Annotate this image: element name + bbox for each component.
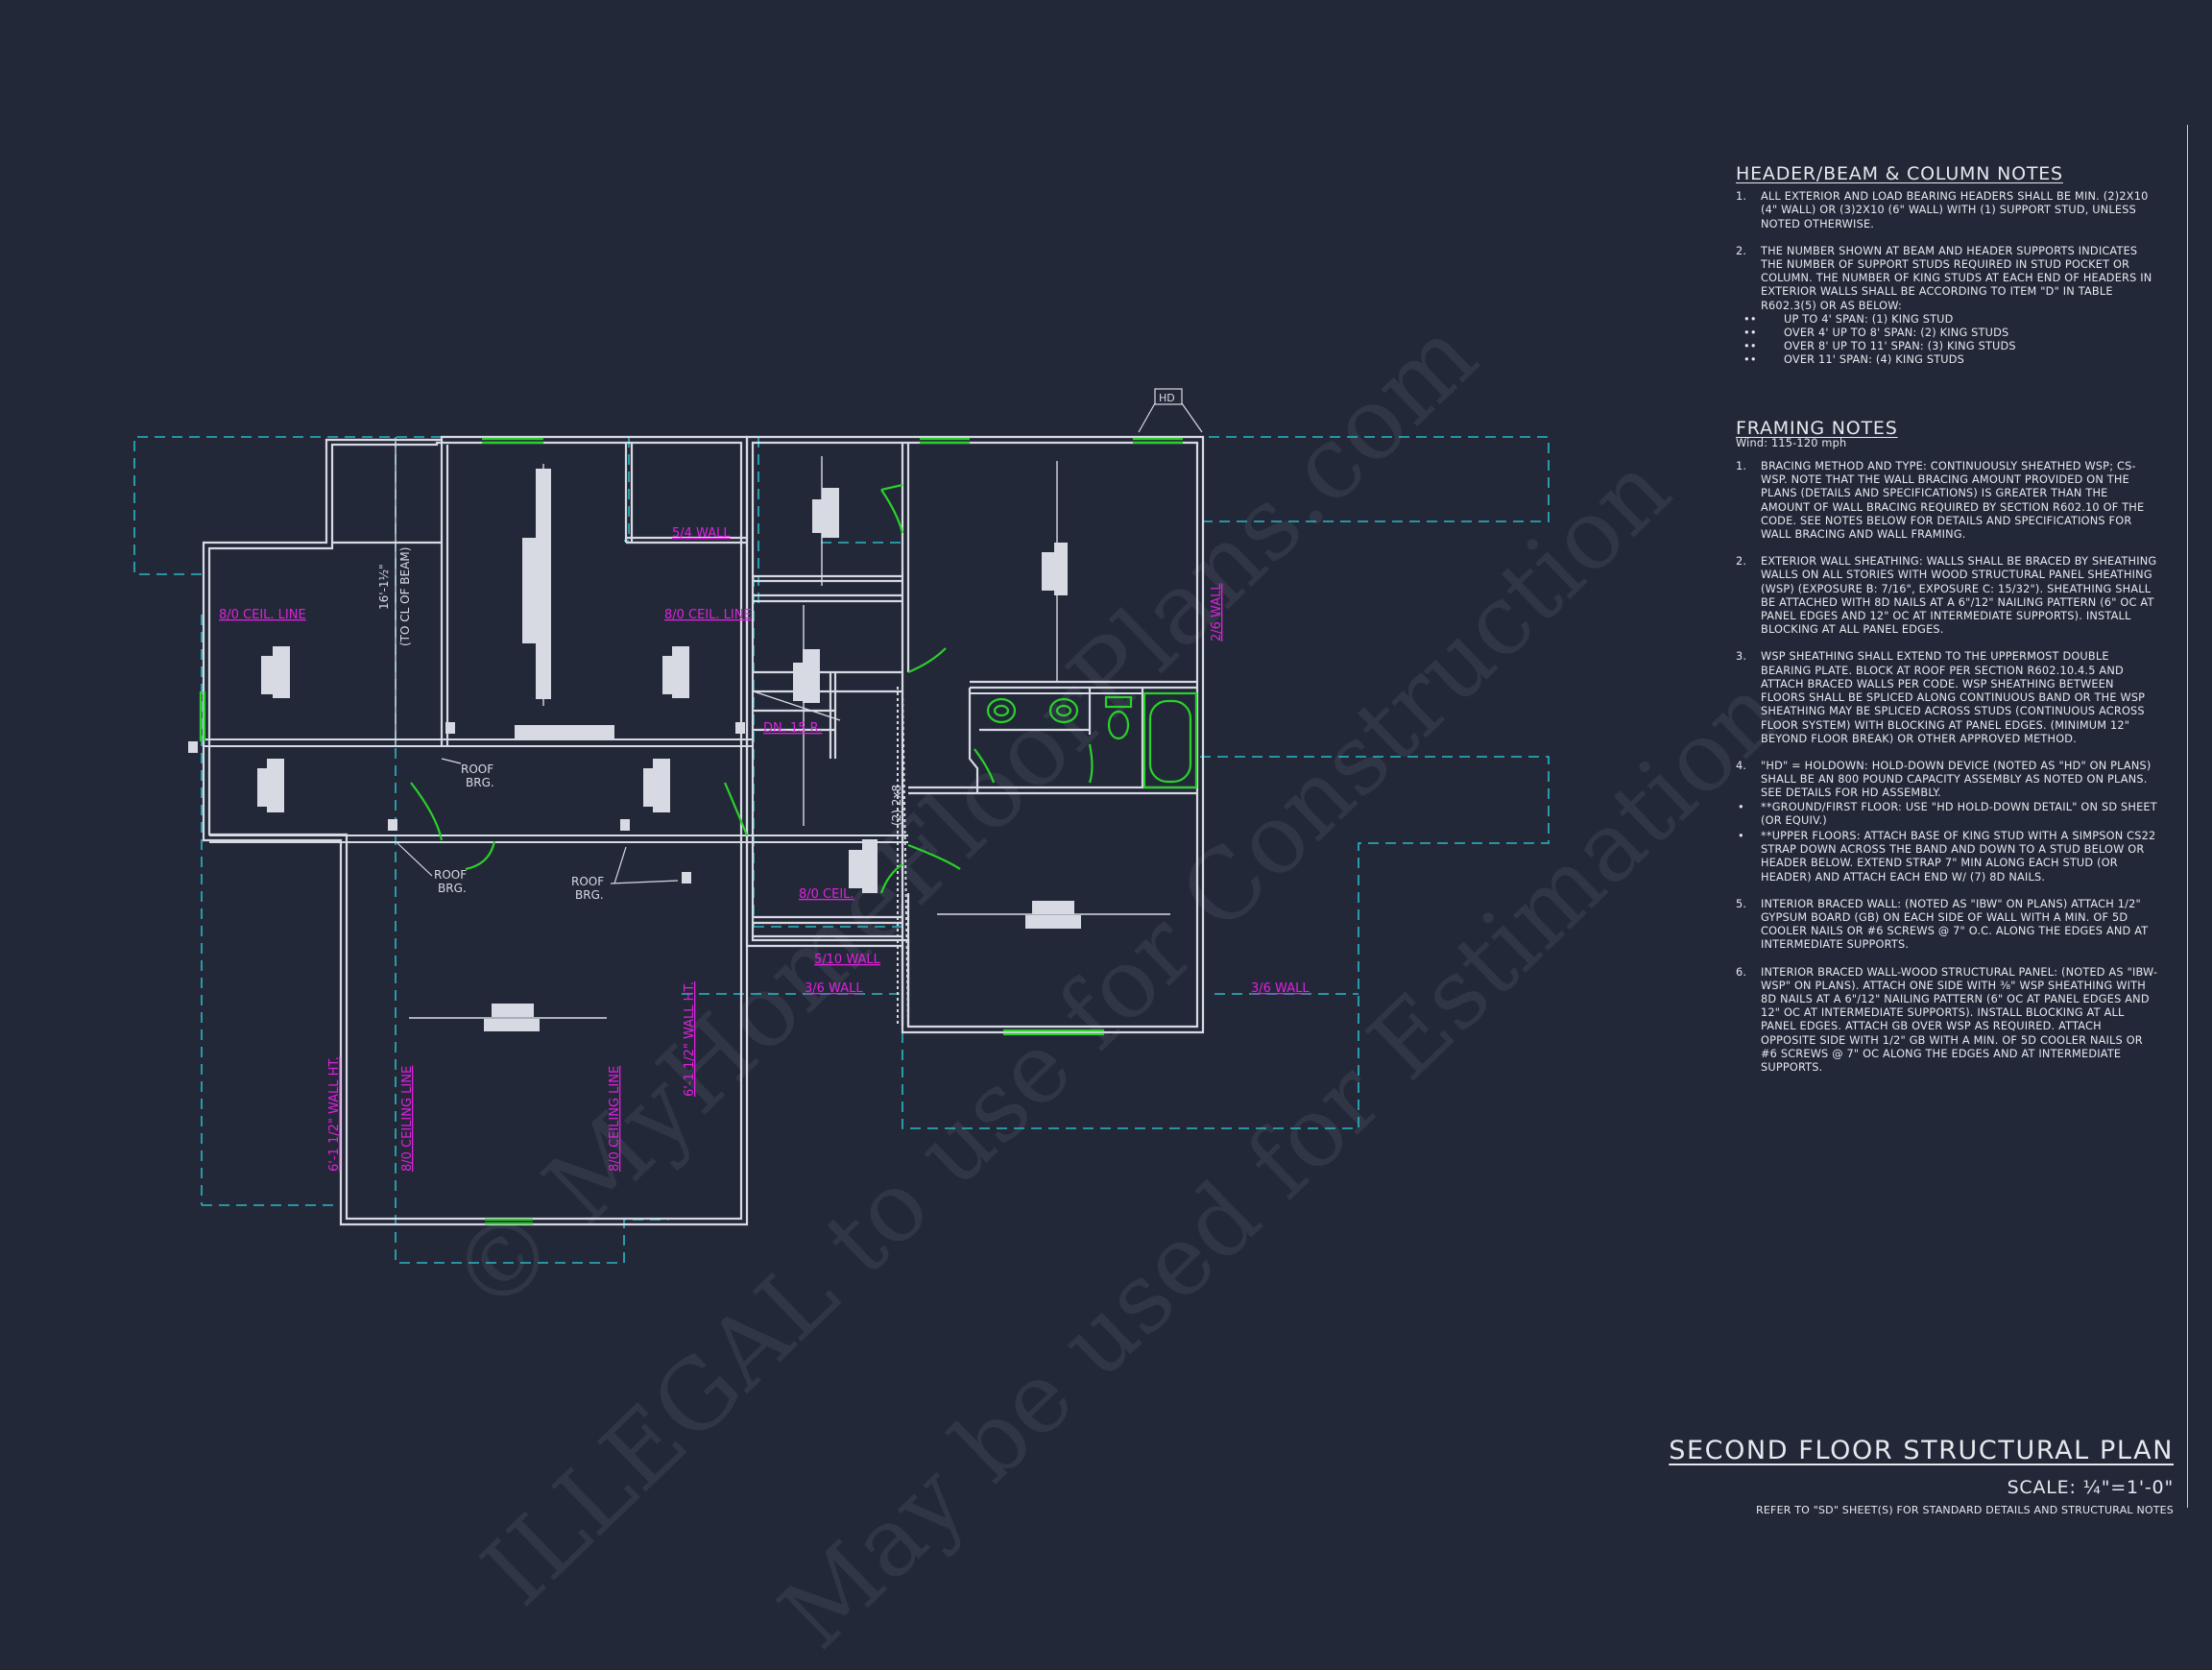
bullet-text: OVER 11' SPAN: (4) KING STUDS <box>1784 353 1965 367</box>
note-number: 1. <box>1736 190 1747 204</box>
plan-labels: 8/0 CEIL. LINE 8/0 CEIL. LINE 5/4 WALL D… <box>219 392 1310 1172</box>
label-roof-brg-3b: BRG. <box>575 888 604 902</box>
bullet-text: UP TO 4' SPAN: (1) KING STUD <box>1784 312 1954 326</box>
label-wall-36b: 3/6 WALL <box>1251 981 1310 996</box>
header-note-2: 2. THE NUMBER SHOWN AT BEAM AND HEADER S… <box>1736 245 2158 313</box>
framing-note-6: 6. INTERIOR BRACED WALL-WOOD STRUCTURAL … <box>1736 966 2158 1076</box>
holdown-sub-bullet-2: • **UPPER FLOORS: ATTACH BASE OF KING ST… <box>1736 830 2158 884</box>
note-text: INTERIOR BRACED WALL-WOOD STRUCTURAL PAN… <box>1761 965 2158 1074</box>
beam-blocks <box>188 469 1081 1031</box>
label-roof-brg-1a: ROOF <box>461 762 493 776</box>
note-number: 3. <box>1736 650 1747 664</box>
framing-notes-title: FRAMING NOTES <box>1736 417 1898 439</box>
hd-callout <box>1138 388 1203 433</box>
notes-panel: HEADER/BEAM & COLUMN NOTES 1. ALL EXTERI… <box>1736 163 2158 1088</box>
king-stud-bullet-4: •• OVER 11' SPAN: (4) KING STUDS <box>1736 353 2158 367</box>
king-stud-bullet-2: •• OVER 4' UP TO 8' SPAN: (2) KING STUDS <box>1736 327 2158 340</box>
bullet-text: OVER 4' UP TO 8' SPAN: (2) KING STUDS <box>1784 327 2009 340</box>
note-number: 4. <box>1736 759 1747 772</box>
label-hd: HD <box>1159 392 1175 404</box>
label-wall-510: 5/10 WALL <box>814 953 881 967</box>
drawing-scale: SCALE: ¼"=1'-0" <box>2007 1477 2174 1498</box>
bullet-mark: •• <box>1743 340 1757 353</box>
title-block: SECOND FLOOR STRUCTURAL PLAN SCALE: ¼"=1… <box>1669 1436 2174 1516</box>
bullet-text: **UPPER FLOORS: ATTACH BASE OF KING STUD… <box>1761 829 2156 883</box>
note-number: 2. <box>1736 244 1747 257</box>
wind-speed: Wind: 115-120 mph <box>1736 436 1847 449</box>
note-text: THE NUMBER SHOWN AT BEAM AND HEADER SUPP… <box>1761 244 2152 312</box>
label-ceil-mid: 8/0 CEIL. LINE <box>664 608 752 622</box>
bullet-mark: • <box>1738 829 1744 842</box>
label-wall-ht-left: 6'-1 1/2" WALL HT. <box>327 1056 342 1172</box>
leader-lines <box>397 758 679 884</box>
framing-note-1: 1. BRACING METHOD AND TYPE: CONTINUOUSLY… <box>1736 460 2158 542</box>
hatched-beams <box>204 686 1197 1028</box>
header-notes-title: HEADER/BEAM & COLUMN NOTES <box>1736 163 2063 184</box>
king-stud-bullet-3: •• OVER 8' UP TO 11' SPAN: (3) KING STUD… <box>1736 340 2158 353</box>
label-beam-note: (TO CL OF BEAM) <box>398 547 412 646</box>
note-number: 6. <box>1736 965 1747 979</box>
framing-notes-section: FRAMING NOTES Wind: 115-120 mph 1. BRACI… <box>1736 417 2158 1076</box>
label-beam-dim: 16'-1½" <box>377 564 391 610</box>
bullet-mark: •• <box>1743 353 1757 367</box>
note-text: INTERIOR BRACED WALL: (NOTED AS "IBW" ON… <box>1761 897 2149 952</box>
holdown-sub-bullet-1: • **GROUND/FIRST FLOOR: USE "HD HOLD-DOW… <box>1736 801 2158 828</box>
sheet-border-line <box>2187 125 2188 1508</box>
note-text: ALL EXTERIOR AND LOAD BEARING HEADERS SH… <box>1761 190 2149 230</box>
note-text: WSP SHEATHING SHALL EXTEND TO THE UPPERM… <box>1761 650 2146 745</box>
drawing-title: SECOND FLOOR STRUCTURAL PLAN <box>1669 1436 2174 1465</box>
bullet-mark: •• <box>1743 327 1757 340</box>
note-text: BRACING METHOD AND TYPE: CONTINUOUSLY SH… <box>1761 460 2145 542</box>
framing-note-5: 5. INTERIOR BRACED WALL: (NOTED AS "IBW"… <box>1736 898 2158 953</box>
bullet-mark: • <box>1738 800 1744 813</box>
framing-note-3: 3. WSP SHEATHING SHALL EXTEND TO THE UPP… <box>1736 650 2158 745</box>
note-text: EXTERIOR WALL SHEATHING: WALLS SHALL BE … <box>1761 555 2157 637</box>
note-number: 2. <box>1736 555 1747 569</box>
label-wall-ht-right: 6'-1 1/2" WALL HT. <box>683 981 697 1097</box>
note-number: 5. <box>1736 897 1747 910</box>
bullet-mark: •• <box>1743 312 1757 326</box>
bullet-text: **GROUND/FIRST FLOOR: USE "HD HOLD-DOWN … <box>1761 800 2157 827</box>
label-roof-brg-1b: BRG. <box>466 776 494 789</box>
label-stud-2x8: (2) 2x8 <box>890 785 903 826</box>
bullet-text: OVER 8' UP TO 11' SPAN: (3) KING STUDS <box>1784 340 2016 353</box>
label-dn: DN. 15 R. <box>763 721 822 736</box>
header-note-1: 1. ALL EXTERIOR AND LOAD BEARING HEADERS… <box>1736 190 2158 231</box>
label-wall-26: 2/6 WALL <box>1210 583 1224 641</box>
note-text: "HD" = HOLDOWN: HOLD-DOWN DEVICE (NOTED … <box>1761 759 2152 800</box>
king-stud-bullet-1: •• UP TO 4' SPAN: (1) KING STUD <box>1736 313 2158 327</box>
label-roof-brg-2a: ROOF <box>434 868 467 882</box>
label-ceil-line-right: 8/0 CEILING LINE <box>608 1066 622 1172</box>
note-number: 1. <box>1736 460 1747 473</box>
label-ceil-80: 8/0 CEIL. <box>799 887 854 902</box>
label-wall-54: 5/4 WALL <box>672 526 731 541</box>
windows-doors <box>199 437 1198 1225</box>
label-roof-brg-3a: ROOF <box>571 875 604 888</box>
label-wall-36a: 3/6 WALL <box>805 981 863 996</box>
drawing-reference: REFER TO "SD" SHEET(S) FOR STANDARD DETA… <box>1756 1504 2174 1516</box>
label-roof-brg-2b: BRG. <box>438 882 467 895</box>
framing-note-2: 2. EXTERIOR WALL SHEATHING: WALLS SHALL … <box>1736 555 2158 637</box>
label-ceil-left: 8/0 CEIL. LINE <box>219 608 306 622</box>
span-arrows <box>395 442 1170 1019</box>
framing-note-4: 4. "HD" = HOLDOWN: HOLD-DOWN DEVICE (NOT… <box>1736 760 2158 801</box>
label-ceil-line-left: 8/0 CEILING LINE <box>400 1066 415 1172</box>
